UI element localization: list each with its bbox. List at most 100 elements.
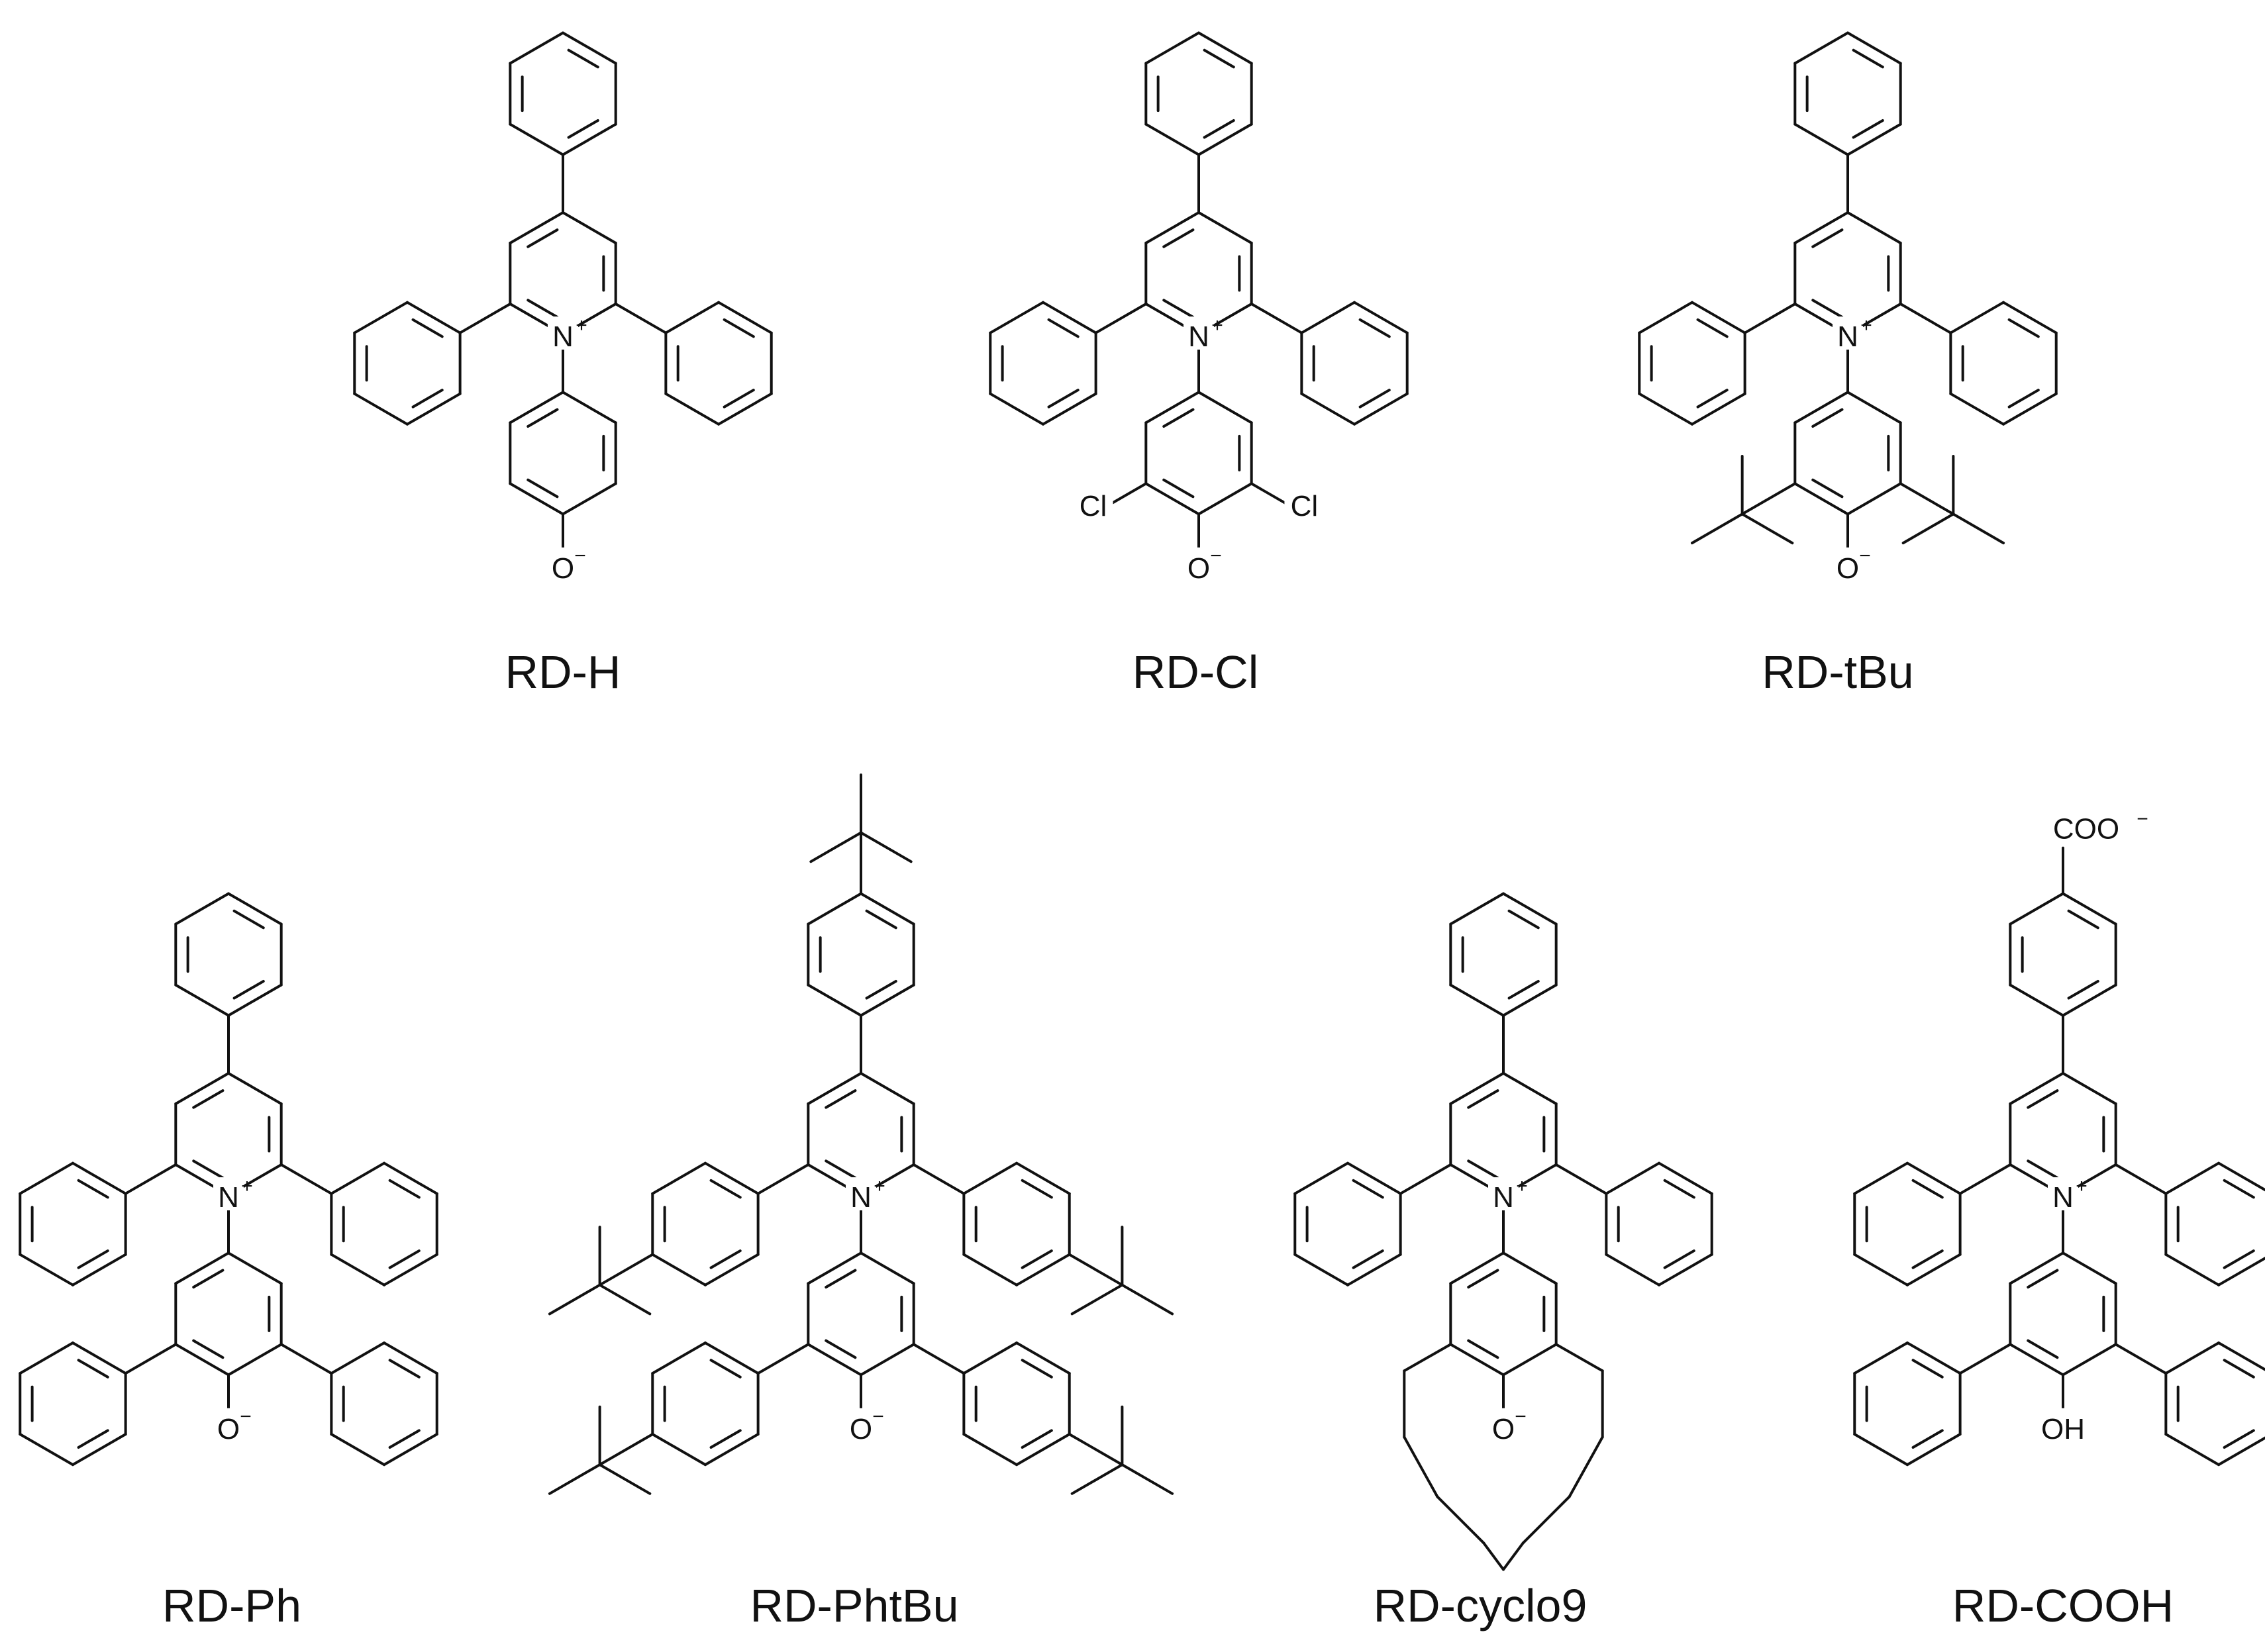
ring-bond — [1905, 1433, 1962, 1467]
double-bond-line — [1507, 909, 1540, 930]
methyl-bond — [598, 1283, 652, 1316]
double-bond-line — [1852, 48, 1884, 69]
double-bond-line — [1811, 478, 1844, 499]
ring-bond — [562, 482, 617, 516]
ring-bond — [2009, 1251, 2064, 1285]
pyridinium-nitrogen: N — [1493, 1181, 1514, 1214]
double-bond-line — [1467, 1089, 1499, 1109]
ortho-phenyl-right — [2164, 1341, 2265, 1467]
phenyl-ring-top — [509, 31, 617, 156]
ring-bond — [962, 1253, 1019, 1287]
ring-bond — [651, 1341, 707, 1375]
ring-bond — [405, 392, 462, 426]
ring-bond — [1197, 122, 1253, 156]
ring-bond — [383, 1341, 438, 1375]
ring-bond — [860, 1072, 915, 1105]
ring-bond — [1905, 1341, 1962, 1375]
ring-bond — [1449, 892, 1505, 926]
ring-bond — [71, 1253, 127, 1287]
ring-bond — [2164, 1161, 2221, 1195]
pyridinium-nitrogen: N — [552, 320, 574, 353]
double-bond-line — [825, 1269, 857, 1289]
phenoxide-charge: − — [1859, 545, 1871, 567]
compound-label: RD-Cl — [1132, 646, 1259, 698]
double-bond-line — [723, 318, 755, 338]
pyridinium-nitrogen-bg — [1488, 1177, 1519, 1210]
chain-bond — [1403, 1435, 1439, 1498]
double-bond-line — [1811, 408, 1844, 428]
phenoxide-oxygen-bg — [1489, 1408, 1518, 1443]
phenoxide-oxygen-bg — [1184, 547, 1213, 582]
ring-bond — [807, 983, 862, 1017]
ring-bond — [1793, 391, 1849, 424]
double-bond-line — [1203, 48, 1235, 69]
bond — [458, 303, 512, 334]
double-bond-line — [1811, 228, 1844, 248]
ring-bond — [227, 1251, 283, 1285]
phenyl-ring-top — [807, 892, 915, 1017]
ring-bond — [562, 391, 617, 424]
bond — [124, 1163, 177, 1195]
compound-rd-cooh: COO−OHN+RD-COOH — [1853, 806, 2265, 1631]
ring-bond — [2062, 1072, 2117, 1105]
ring-bond — [509, 482, 564, 516]
ring-bond — [1502, 1072, 1558, 1105]
bond — [912, 1163, 966, 1195]
ring-bond — [174, 1072, 230, 1105]
tert-butyl-group — [548, 1226, 654, 1316]
ring-bond — [1041, 301, 1097, 334]
ring-bond — [717, 392, 773, 426]
pyridinium-ring — [1793, 211, 1902, 336]
ortho-phenyl-left — [651, 1341, 760, 1467]
ring-bond — [509, 122, 564, 156]
pyridinium-nitrogen-bg — [548, 316, 578, 350]
ring-bond — [1658, 1161, 1713, 1195]
phenoxide-oxygen: O — [850, 1413, 872, 1445]
double-bond-line — [192, 1089, 225, 1109]
ring-bond — [509, 31, 564, 65]
double-bond-line — [1507, 979, 1540, 1000]
ring-bond — [1905, 1161, 1962, 1195]
ring-bond — [989, 301, 1044, 334]
ring-bond — [860, 892, 915, 926]
bond — [1958, 1343, 2012, 1375]
ring-bond — [1846, 211, 1902, 244]
double-bond-line — [1467, 1159, 1499, 1179]
ring-bond — [1449, 1072, 1505, 1105]
chloro-right-bg — [1284, 485, 1325, 520]
pyridinium-nitrogen-bg — [213, 1177, 244, 1210]
phenoxide-oxygen: O — [552, 552, 574, 585]
phenoxide-oxygen: O — [1492, 1413, 1515, 1445]
tert-butyl-group — [1899, 455, 2005, 545]
double-bond-line — [567, 48, 599, 69]
pyridinium-charge: + — [576, 315, 587, 336]
ring-bond — [807, 1251, 862, 1285]
tert-butyl-group — [1690, 455, 1797, 545]
ring-bond — [71, 1341, 127, 1375]
ring-bond — [405, 301, 462, 334]
ring-bond — [1015, 1433, 1071, 1467]
ring-bond — [2002, 301, 2058, 334]
compound-rd-h: O−N+RD-H — [353, 31, 773, 698]
chloro-left-bg — [1073, 485, 1113, 520]
ring-bond — [703, 1253, 760, 1287]
ring-bond — [353, 301, 409, 334]
ring-bond — [1690, 301, 1746, 334]
double-bond-line — [825, 1089, 857, 1109]
double-bond-line — [388, 1249, 421, 1269]
ring-bond — [2002, 392, 2058, 426]
double-bond-line — [1911, 1179, 1944, 1199]
double-bond-line — [709, 1359, 742, 1379]
ring-bond — [2164, 1433, 2221, 1467]
ring-bond — [962, 1433, 1019, 1467]
ring-bond — [1300, 392, 1356, 426]
methyl-bond — [1690, 512, 1744, 545]
pyridinium-charge: + — [2076, 1175, 2088, 1197]
bond — [279, 1343, 333, 1375]
compound-label: RD-cyclo9 — [1374, 1580, 1587, 1631]
double-bond-line — [1162, 408, 1195, 428]
methyl-bond — [1070, 1283, 1124, 1316]
double-bond-line — [709, 1429, 742, 1449]
double-bond-line — [825, 1159, 857, 1179]
carboxylate-label: COO — [2053, 813, 2119, 846]
